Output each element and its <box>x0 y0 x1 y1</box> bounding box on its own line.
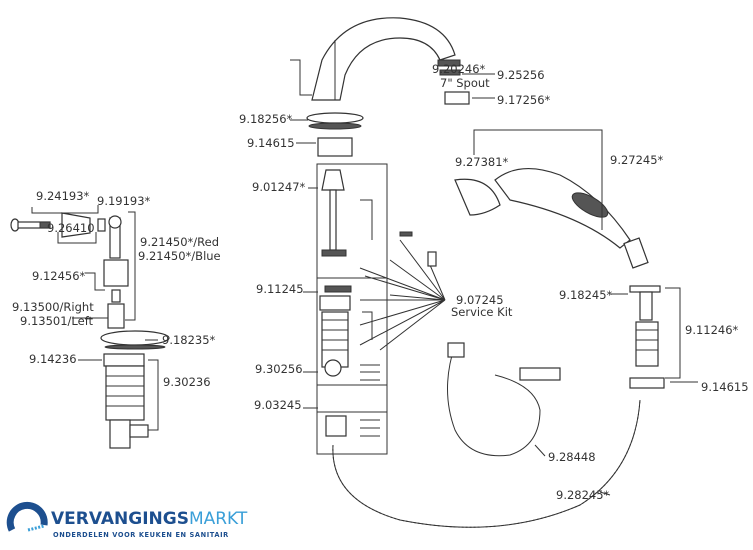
label-valve-nut: 9.14236 <box>29 352 77 366</box>
label-handle-lever-blue: 9.21450*/Blue <box>138 249 221 263</box>
label-handspray-shank: 9.11246* <box>685 323 739 337</box>
brand-logo: VERVANGINGSMARKT ONDERDELEN VOOR KEUKEN … <box>6 501 248 539</box>
label-spout-nut: 9.14615 <box>247 136 295 150</box>
label-handspray-gasket: 9.18245* <box>559 288 613 302</box>
diverter-assembly-drawing <box>316 163 446 455</box>
logo-brand: VERVANGINGSMARKT <box>51 509 248 529</box>
label-handle-screw: 9.24193* <box>36 189 90 203</box>
label-hose: 9.28245* <box>556 488 610 502</box>
label-handle: 9.26410 <box>47 221 95 235</box>
label-hose-connector: 9.28448 <box>548 450 596 464</box>
label-cartridge-right: 9.13500/Right <box>12 300 94 314</box>
label-aerator-housing: 9.17256* <box>497 93 551 107</box>
label-cartridge-left: 9.13501/Left <box>20 314 94 328</box>
label-valve-gasket: 9.18235* <box>162 333 216 347</box>
label-spout-desc: 7" Spout <box>440 76 490 90</box>
spout-drawing <box>290 17 470 157</box>
label-service-kit-part: 9.07245 <box>456 293 504 307</box>
label-handspray-nut: 9.14615 <box>701 380 749 394</box>
label-service-kit-desc: Service Kit <box>451 305 513 319</box>
label-handspray-head: 9.27381* <box>455 155 509 169</box>
logo-rays-icon <box>27 524 45 532</box>
hose-drawing <box>332 342 641 528</box>
label-diverter-fitting: 9.03245 <box>254 398 302 412</box>
label-diverter-cap: 9.01247* <box>252 180 306 194</box>
label-escutcheon-cap: 9.12456* <box>32 269 86 283</box>
valve-assembly-drawing <box>10 205 170 449</box>
logo-tagline: ONDERDELEN VOOR KEUKEN EN SANITAIR <box>53 531 229 539</box>
label-valve-body: 9.30236 <box>163 375 211 389</box>
label-diverter-insert: 9.30256 <box>255 362 303 376</box>
label-diverter-body: 9.11245 <box>256 282 304 296</box>
handspray-drawing <box>454 129 698 389</box>
label-handle-lever-red: 9.21450*/Red <box>140 235 219 249</box>
label-index-button: 9.19193* <box>97 194 151 208</box>
label-handspray: 9.27245* <box>610 153 664 167</box>
label-aerator: 9.25256 <box>497 68 545 82</box>
label-spout-gasket: 9.18256* <box>239 112 293 126</box>
logo-arc-icon <box>6 501 48 532</box>
label-spout-part: 9.20246* <box>432 62 486 76</box>
